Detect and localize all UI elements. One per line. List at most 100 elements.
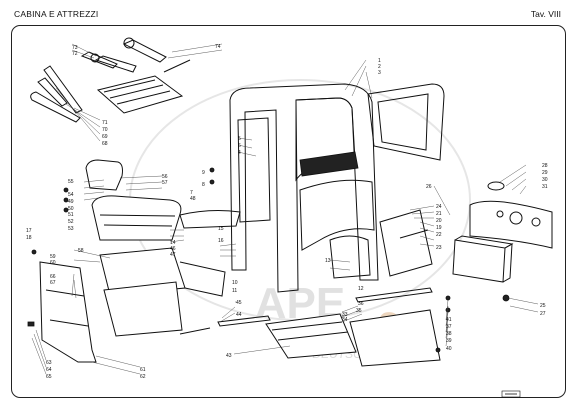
callout-41: 41 [446, 317, 452, 323]
dash-board [469, 200, 553, 249]
callout-9: 9 [202, 170, 205, 176]
floor-parts [217, 209, 441, 367]
callout-33: 33 [342, 312, 348, 318]
callout-24: 24 [436, 204, 442, 210]
callout-47: 47 [170, 252, 176, 258]
side-panel [27, 261, 97, 363]
callout-62: 62 [140, 374, 146, 380]
callout-19: 19 [436, 225, 442, 231]
callout-15: 15 [218, 226, 224, 232]
tool-bag-pockets [103, 79, 171, 105]
callout-48: 48 [190, 196, 196, 202]
callout-53: 53 [68, 226, 74, 232]
callout-68: 68 [102, 141, 108, 147]
dashboard-shadow [299, 151, 359, 177]
trim-strip [217, 315, 271, 327]
callout-36: 36 [358, 301, 364, 307]
battery-box-body [452, 239, 506, 283]
callout-38: 38 [446, 331, 452, 337]
drawing-frame [11, 25, 566, 398]
callout-25: 25 [540, 303, 546, 309]
rear-window-frame [237, 117, 271, 223]
callout-59: 59 [50, 254, 56, 260]
callout-34: 34 [342, 317, 348, 323]
callout-44: 44 [236, 312, 242, 318]
callout-49: 49 [68, 199, 74, 205]
callout-3: 3 [378, 70, 381, 76]
callout-39: 39 [446, 338, 452, 344]
box-spanner-ring [123, 37, 135, 49]
callout-23: 23 [436, 245, 442, 251]
door-glass [377, 93, 429, 151]
callout-71: 71 [102, 120, 108, 126]
callout-70: 70 [102, 127, 108, 133]
callout-67: 67 [50, 280, 56, 286]
seat-assembly [85, 159, 182, 241]
callout-35: 35 [356, 308, 362, 314]
callout-43: 43 [226, 353, 232, 359]
callout-69: 69 [102, 134, 108, 140]
step-plate [349, 309, 441, 367]
indicator-lamp [531, 217, 541, 227]
washer-52 [63, 187, 69, 193]
nut-8 [209, 179, 215, 185]
storage-box-door [103, 281, 183, 337]
callout-72: 72 [72, 51, 78, 57]
tool-kit [30, 37, 191, 123]
horn-button [487, 181, 505, 191]
wrench-tool [80, 51, 118, 69]
door-frame [367, 83, 445, 161]
door-opening-lower [329, 235, 371, 279]
callout-50: 50 [68, 206, 74, 212]
callout-20: 20 [436, 218, 442, 224]
cabin-floor-panel [299, 179, 375, 251]
speedometer-gauge [509, 211, 523, 225]
callout-labels: 1 2 3 4 5 6 7 8 9 10 11 12 13 14 15 16 1… [26, 44, 548, 380]
pliers-tool [30, 91, 81, 123]
under-seat-box [99, 247, 226, 337]
callout-13: 13 [325, 258, 331, 264]
callout-28: 28 [542, 163, 548, 169]
floor-mat-ribs [271, 321, 349, 341]
side-panel-body [39, 261, 97, 363]
callout-52: 52 [68, 219, 74, 225]
callout-2: 2 [378, 64, 381, 70]
cabin-shell [229, 83, 379, 293]
callout-51: 51 [68, 212, 74, 218]
tool-bag-strap [163, 59, 191, 73]
callout-21: 21 [436, 211, 442, 217]
washer-50 [63, 197, 69, 203]
callout-64: 64 [46, 367, 52, 373]
spanner-head [90, 53, 100, 63]
callout-8: 8 [202, 182, 205, 188]
dashboard-panel [469, 181, 553, 249]
cabin-frame [179, 83, 379, 293]
bolt-17 [31, 249, 37, 255]
screw-42 [435, 347, 441, 353]
callout-57: 57 [162, 180, 168, 186]
callout-27: 27 [540, 311, 546, 317]
bolt-38 [445, 295, 451, 301]
seat-cushion [91, 195, 182, 241]
callout-40: 40 [446, 346, 452, 352]
washer-51 [63, 207, 69, 213]
door-window-assembly [367, 83, 445, 161]
leader-lines [31, 43, 539, 375]
callout-4: 4 [238, 150, 241, 156]
callout-45: 45 [236, 300, 242, 306]
side-panel-clip [27, 321, 35, 327]
switch-knob [496, 210, 504, 218]
battery-box [452, 235, 514, 283]
callout-55: 55 [68, 179, 74, 185]
callout-14: 14 [170, 240, 176, 246]
emblem-box [501, 390, 521, 398]
callout-29: 29 [542, 170, 548, 176]
box-spanner-tool [122, 39, 167, 63]
storage-box-bracket [179, 261, 226, 297]
callout-26: 26 [426, 184, 432, 190]
callout-61: 61 [140, 367, 146, 373]
callout-65: 65 [46, 374, 52, 380]
callout-60: 60 [50, 260, 56, 266]
callout-11: 11 [232, 288, 237, 294]
